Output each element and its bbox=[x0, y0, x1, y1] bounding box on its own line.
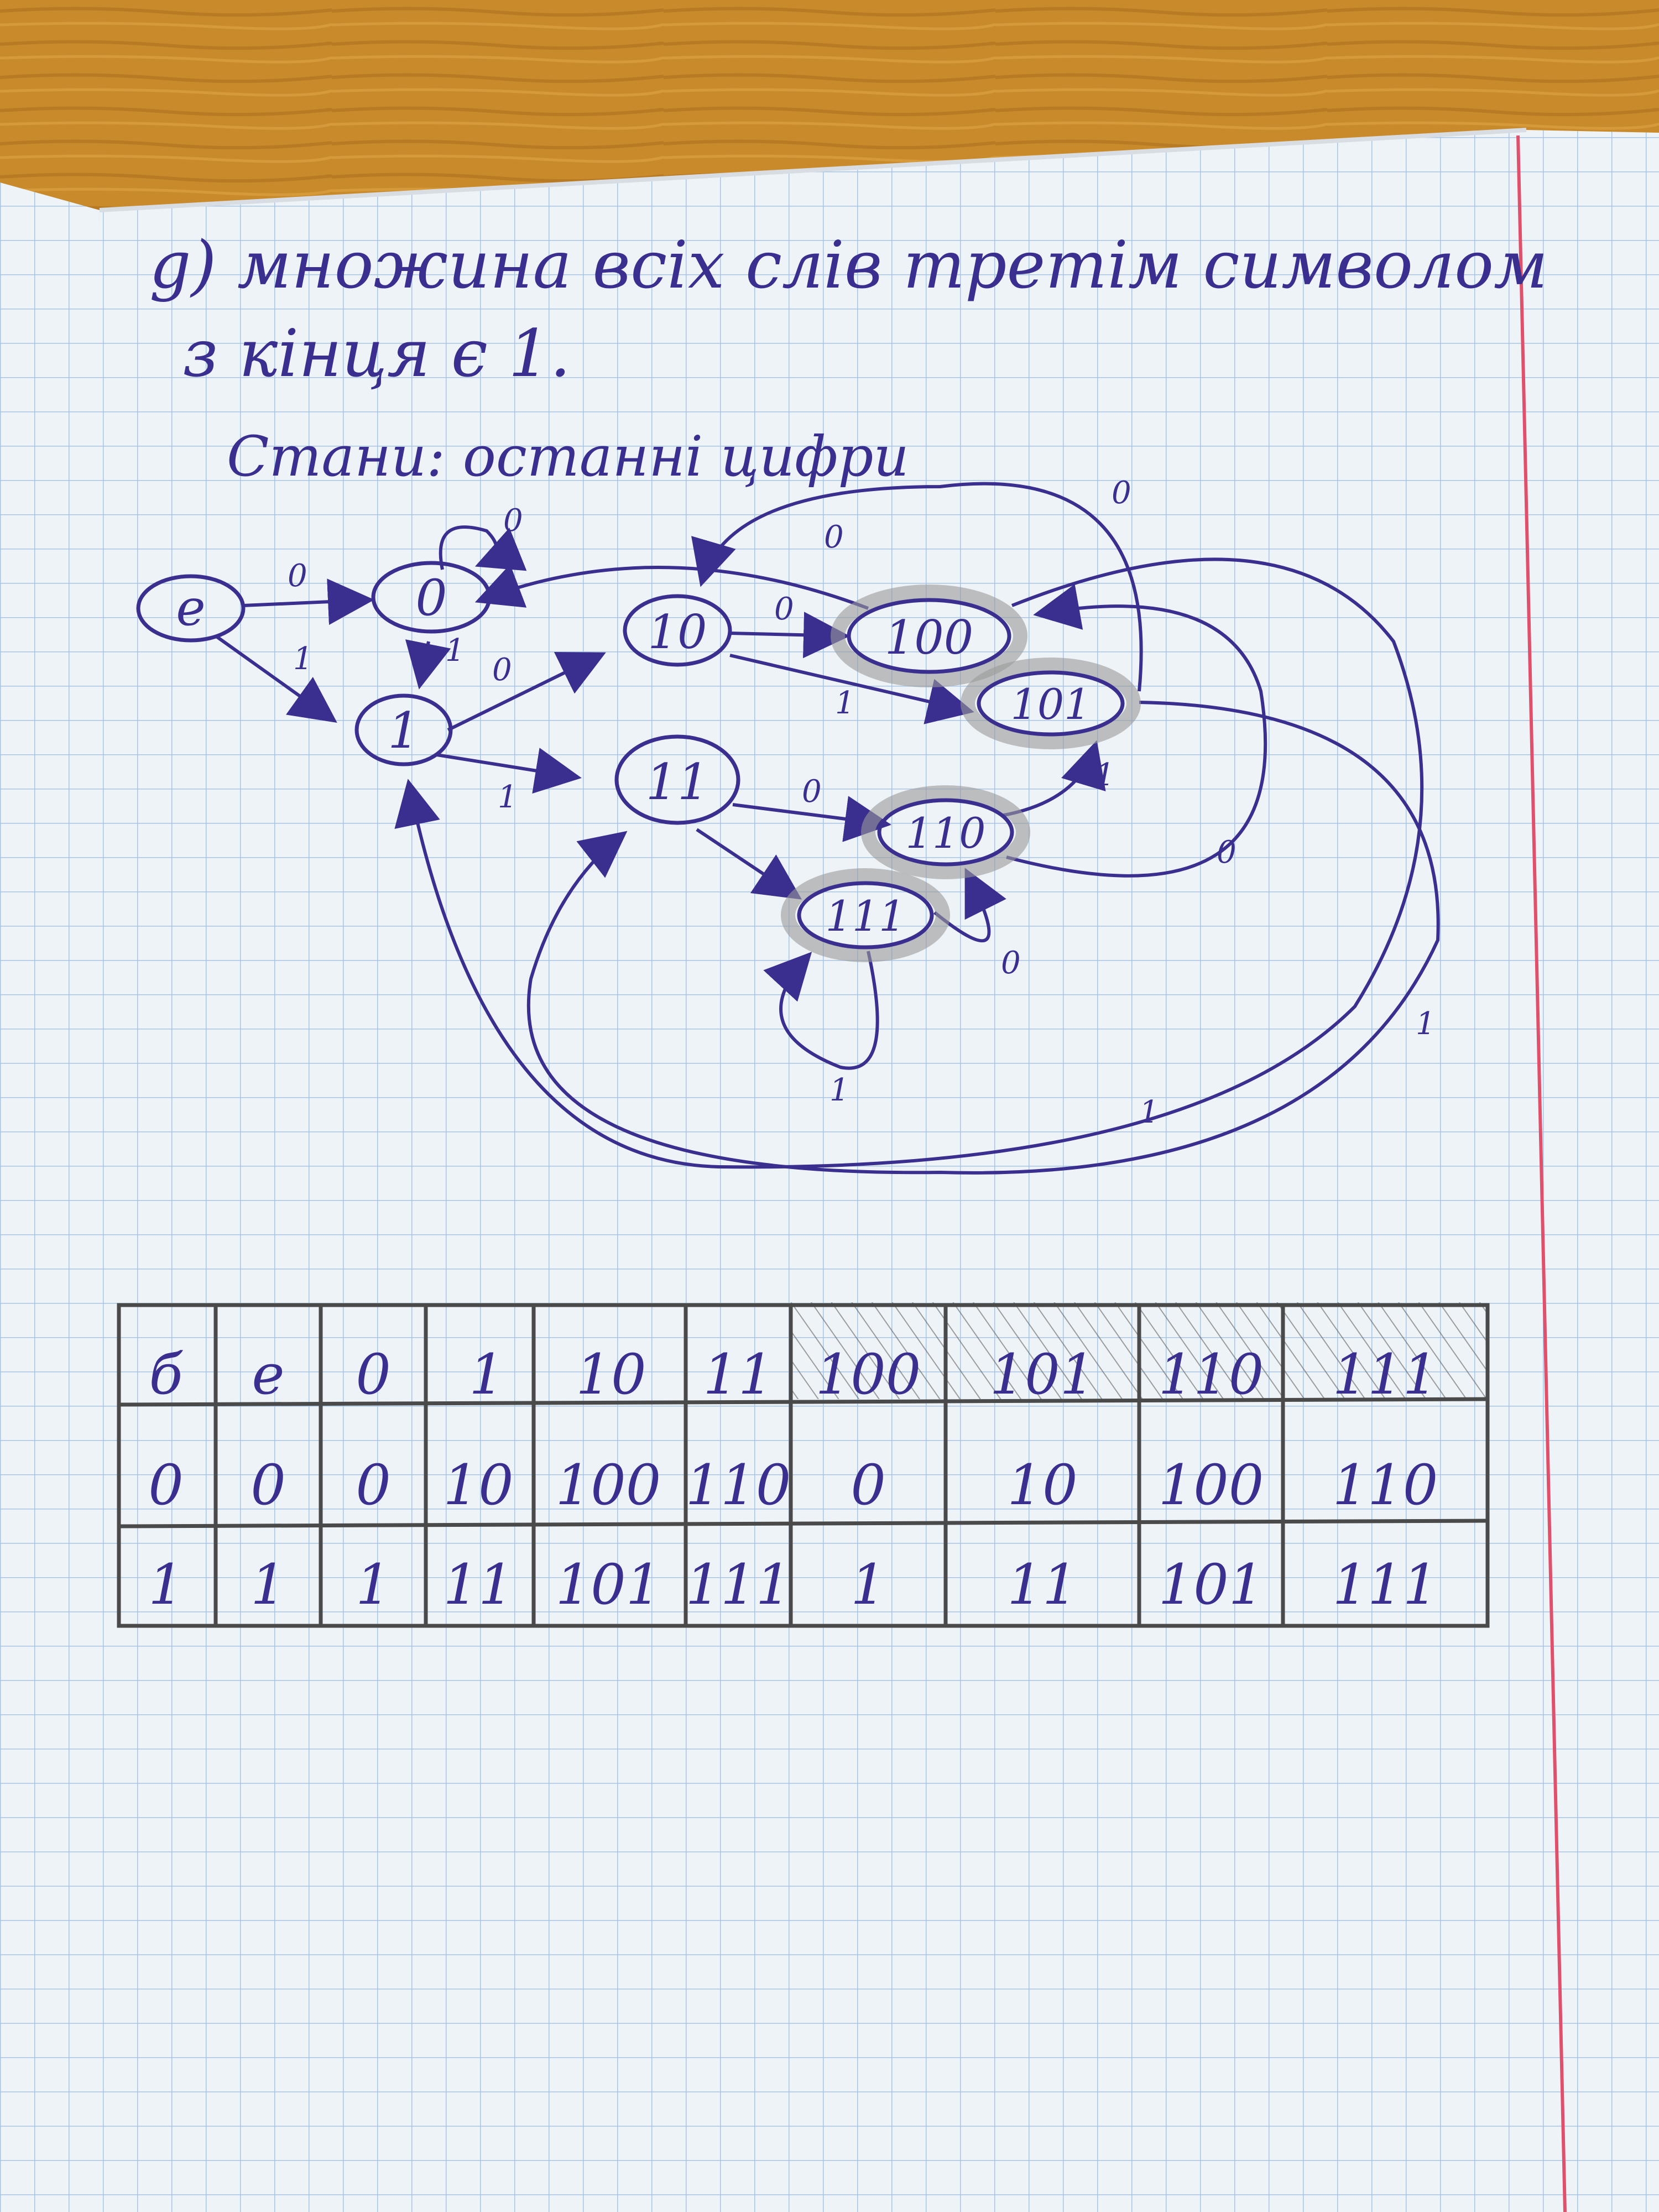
state-11: 11 bbox=[614, 734, 740, 825]
th-2: 0 bbox=[356, 1342, 391, 1407]
th-1: e bbox=[252, 1342, 284, 1407]
state-10: 10 bbox=[623, 594, 732, 667]
edge-0-1 bbox=[405, 639, 451, 690]
edge-100-0 bbox=[474, 564, 869, 610]
label-101-11: 1 bbox=[1416, 1006, 1436, 1042]
td-0-8: 100 bbox=[1159, 1453, 1264, 1517]
th-9: 111 bbox=[1333, 1342, 1438, 1407]
svg-text:1: 1 bbox=[388, 702, 419, 760]
td-1-5: 111 bbox=[686, 1552, 791, 1617]
label-100-0: 0 bbox=[824, 519, 844, 555]
label-111-111: 1 bbox=[830, 1072, 849, 1108]
th-4: 10 bbox=[576, 1342, 646, 1407]
td-0-0: 0 bbox=[148, 1453, 184, 1517]
label-e-0: 0 bbox=[288, 558, 307, 594]
td-1-6: 1 bbox=[851, 1552, 886, 1617]
label-10-101: 1 bbox=[835, 685, 855, 721]
edge-1-10 bbox=[447, 652, 606, 732]
edge-111-111-loop bbox=[763, 951, 879, 1070]
automaton-states: e 0 1 10 11 100 101 bbox=[136, 561, 1141, 962]
edge-110-100 bbox=[1006, 584, 1267, 878]
heading-line-1: g) множина всіх слів третім символом bbox=[149, 227, 1548, 303]
state-111-final: 111 bbox=[781, 868, 950, 962]
svg-text:100: 100 bbox=[885, 611, 973, 665]
label-e-1: 1 bbox=[293, 641, 313, 677]
state-110-final: 110 bbox=[861, 785, 1030, 879]
svg-text:11: 11 bbox=[646, 753, 709, 811]
svg-text:0: 0 bbox=[415, 569, 447, 627]
th-7: 101 bbox=[990, 1342, 1095, 1407]
td-0-1: 0 bbox=[251, 1453, 286, 1517]
state-100-final: 100 bbox=[831, 585, 1027, 687]
th-0: б bbox=[149, 1342, 183, 1407]
td-1-1: 1 bbox=[251, 1552, 286, 1617]
label-110-100: 0 bbox=[1217, 834, 1237, 870]
edge-e-1 bbox=[215, 634, 337, 723]
left-page bbox=[0, 182, 100, 2212]
td-1-8: 101 bbox=[1159, 1552, 1264, 1617]
edge-10-100 bbox=[729, 612, 850, 659]
automaton-diagram bbox=[215, 482, 1440, 1175]
svg-text:10: 10 bbox=[648, 605, 707, 659]
transition-labels: 0 1 0 1 0 1 0 1 0 1 0 1 0 0 0 1 1 bbox=[288, 475, 1436, 1130]
edge-1-11 bbox=[436, 748, 582, 794]
label-110-101: 1 bbox=[1095, 757, 1115, 793]
label-1-11: 1 bbox=[498, 779, 518, 815]
td-0-6: 0 bbox=[851, 1453, 886, 1517]
label-100-1: 1 bbox=[1139, 1094, 1159, 1130]
edge-100-1 bbox=[394, 557, 1424, 1169]
svg-text:111: 111 bbox=[825, 891, 905, 941]
td-1-9: 111 bbox=[1333, 1552, 1438, 1617]
transition-table: б e 0 1 10 11 100 101 110 111 0 0 0 10 1… bbox=[117, 1302, 1490, 1628]
svg-text:e: e bbox=[176, 579, 205, 637]
td-1-0: 1 bbox=[148, 1552, 184, 1617]
td-0-2: 0 bbox=[356, 1453, 391, 1517]
edge-111-110 bbox=[933, 868, 1006, 943]
state-101-final: 101 bbox=[961, 658, 1141, 749]
th-5: 11 bbox=[703, 1342, 773, 1407]
label-111-110: 0 bbox=[1001, 945, 1021, 981]
edge-e-0 bbox=[243, 578, 374, 625]
label-101-10: 0 bbox=[1112, 475, 1131, 511]
edge-0-0-loop bbox=[439, 525, 527, 571]
heading-line-2: з кінця є 1. bbox=[182, 315, 571, 392]
edge-101-10 bbox=[691, 482, 1143, 692]
td-0-9: 110 bbox=[1333, 1453, 1438, 1517]
td-0-4: 100 bbox=[556, 1453, 661, 1517]
heading-line-3: Стани: останні цифри bbox=[227, 424, 909, 489]
label-11-110: 0 bbox=[802, 774, 822, 810]
svg-text:110: 110 bbox=[905, 808, 985, 858]
margin-line bbox=[1516, 135, 1567, 2212]
td-0-7: 10 bbox=[1007, 1453, 1077, 1517]
edge-101-11 bbox=[526, 701, 1440, 1175]
label-10-100: 0 bbox=[774, 591, 794, 627]
td-1-4: 101 bbox=[556, 1552, 661, 1617]
th-6: 100 bbox=[816, 1342, 921, 1407]
state-1: 1 bbox=[354, 693, 453, 766]
label-0-1: 1 bbox=[445, 633, 465, 669]
edge-11-111 bbox=[696, 828, 802, 900]
label-1-10: 0 bbox=[492, 652, 512, 688]
td-1-7: 11 bbox=[1007, 1552, 1077, 1617]
state-0: 0 bbox=[371, 561, 492, 634]
label-0-0: 0 bbox=[503, 503, 523, 539]
td-0-3: 10 bbox=[443, 1453, 513, 1517]
td-1-3: 11 bbox=[443, 1552, 513, 1617]
edge-11-110 bbox=[732, 796, 891, 842]
state-e: e bbox=[136, 574, 246, 643]
th-3: 1 bbox=[469, 1342, 504, 1407]
td-1-2: 1 bbox=[356, 1552, 391, 1617]
edge-10-101 bbox=[729, 654, 974, 724]
th-8: 110 bbox=[1159, 1342, 1264, 1407]
svg-text:101: 101 bbox=[1010, 680, 1091, 729]
td-0-5: 110 bbox=[686, 1453, 791, 1517]
